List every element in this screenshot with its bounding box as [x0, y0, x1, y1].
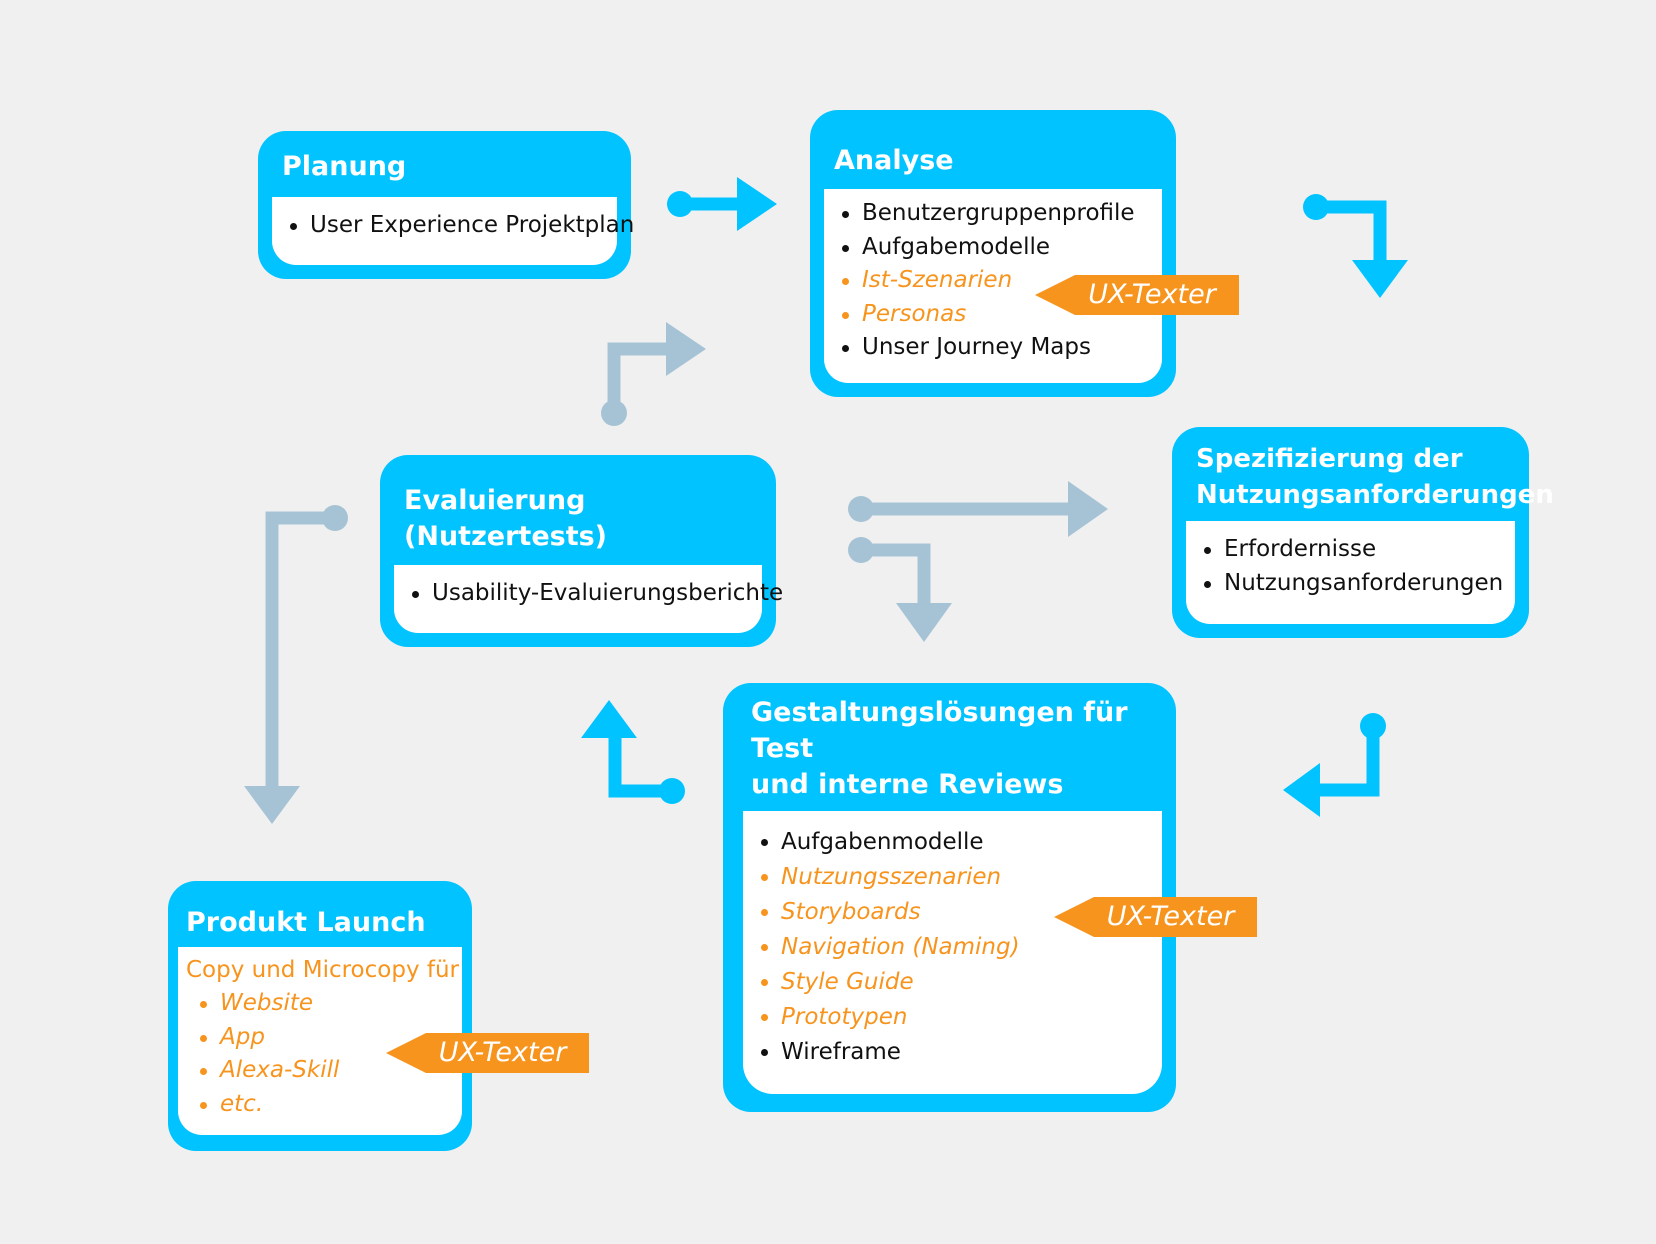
list-item: User Experience Projektplan	[288, 209, 634, 243]
gestaltung-title-line1: Gestaltungslösungen für Test	[751, 697, 1128, 764]
evaluierung-body: Usability-Evaluierungsberichte	[394, 565, 783, 633]
list-item: Personas	[840, 298, 1146, 332]
evaluierung-box: Evaluierung (Nutzertests) Usability-Eval…	[380, 455, 783, 647]
analyse-body: Benutzergruppenprofile Aufgabemodelle Is…	[824, 189, 1162, 383]
connector-analyse-to-spezifizierung	[1303, 194, 1408, 298]
list-item: Ist-Szenarien	[840, 264, 1146, 298]
connector-spezifizierung-to-gestaltung	[1283, 713, 1386, 817]
ux-texter-tag-launch: UX-Texter	[386, 1033, 589, 1073]
ux-texter-tag-gestaltung: UX-Texter	[1054, 897, 1257, 937]
list-item: Aufgabenmodelle	[759, 825, 1146, 860]
spezifizierung-title-line2: Nutzungsanforderungen	[1196, 480, 1554, 510]
spezifizierung-box: Spezifizierung der Nutzungsanforderungen…	[1172, 427, 1554, 638]
connector-evaluierung-to-analyse	[601, 322, 706, 426]
planung-body: User Experience Projektplan	[272, 197, 634, 265]
list-item: Unser Journey Maps	[840, 331, 1146, 365]
list-item: Erfordernisse	[1202, 533, 1499, 567]
connector-evaluierung-to-spezifizierung	[848, 481, 1108, 537]
planung-title: Planung	[282, 151, 407, 182]
list-item: Nutzungsanforderungen	[1202, 567, 1503, 601]
list-item: Prototypen	[759, 1000, 1146, 1035]
connector-planung-to-analyse	[667, 177, 777, 231]
list-item: Wireframe	[759, 1035, 1146, 1070]
list-item: Style Guide	[759, 965, 1146, 1000]
evaluierung-title: Evaluierung (Nutzertests)	[404, 485, 608, 552]
list-item: Usability-Evaluierungsberichte	[410, 577, 783, 611]
analyse-title: Analyse	[834, 145, 954, 176]
connector-evaluierung-to-launch	[244, 505, 348, 824]
gestaltung-title-line2: und interne Reviews	[751, 769, 1064, 800]
ux-texter-tag-analyse: UX-Texter	[1035, 275, 1239, 315]
list-item: Website	[198, 987, 446, 1021]
planung-box: Planung User Experience Projektplan	[258, 131, 634, 279]
list-item: Navigation (Naming)	[759, 930, 1146, 965]
list-item: App	[198, 1021, 446, 1055]
list-item: Nutzungsszenarien	[759, 860, 1146, 895]
connector-gestaltung-to-evaluierung	[581, 700, 685, 804]
spezifizierung-body: Erfordernisse Nutzungsanforderungen	[1186, 521, 1515, 624]
launch-lead: Copy und Microcopy für	[186, 957, 459, 983]
list-item: Alexa-Skill	[198, 1054, 446, 1088]
launch-title: Produkt Launch	[186, 907, 426, 938]
gestaltung-title: Gestaltungslösungen für Test und interne…	[743, 683, 1162, 811]
list-item: Storyboards	[759, 895, 1146, 930]
list-item: etc.	[198, 1088, 446, 1122]
launch-box: Produkt Launch Copy und Microcopy für We…	[168, 881, 472, 1151]
gestaltung-box: Gestaltungslösungen für Test und interne…	[723, 683, 1176, 1112]
spezifizierung-title: Spezifizierung der Nutzungsanforderungen	[1186, 427, 1554, 521]
list-item: Aufgabemodelle	[840, 231, 1146, 265]
spezifizierung-title-line1: Spezifizierung der	[1196, 444, 1463, 474]
list-item: Benutzergruppenprofile	[840, 197, 1146, 231]
connector-evaluierung-to-gestaltung	[848, 537, 952, 642]
analyse-box: Analyse Benutzergruppenprofile Aufgabemo…	[810, 110, 1176, 397]
gestaltung-body: Aufgabenmodelle Nutzungsszenarien Storyb…	[743, 811, 1162, 1094]
